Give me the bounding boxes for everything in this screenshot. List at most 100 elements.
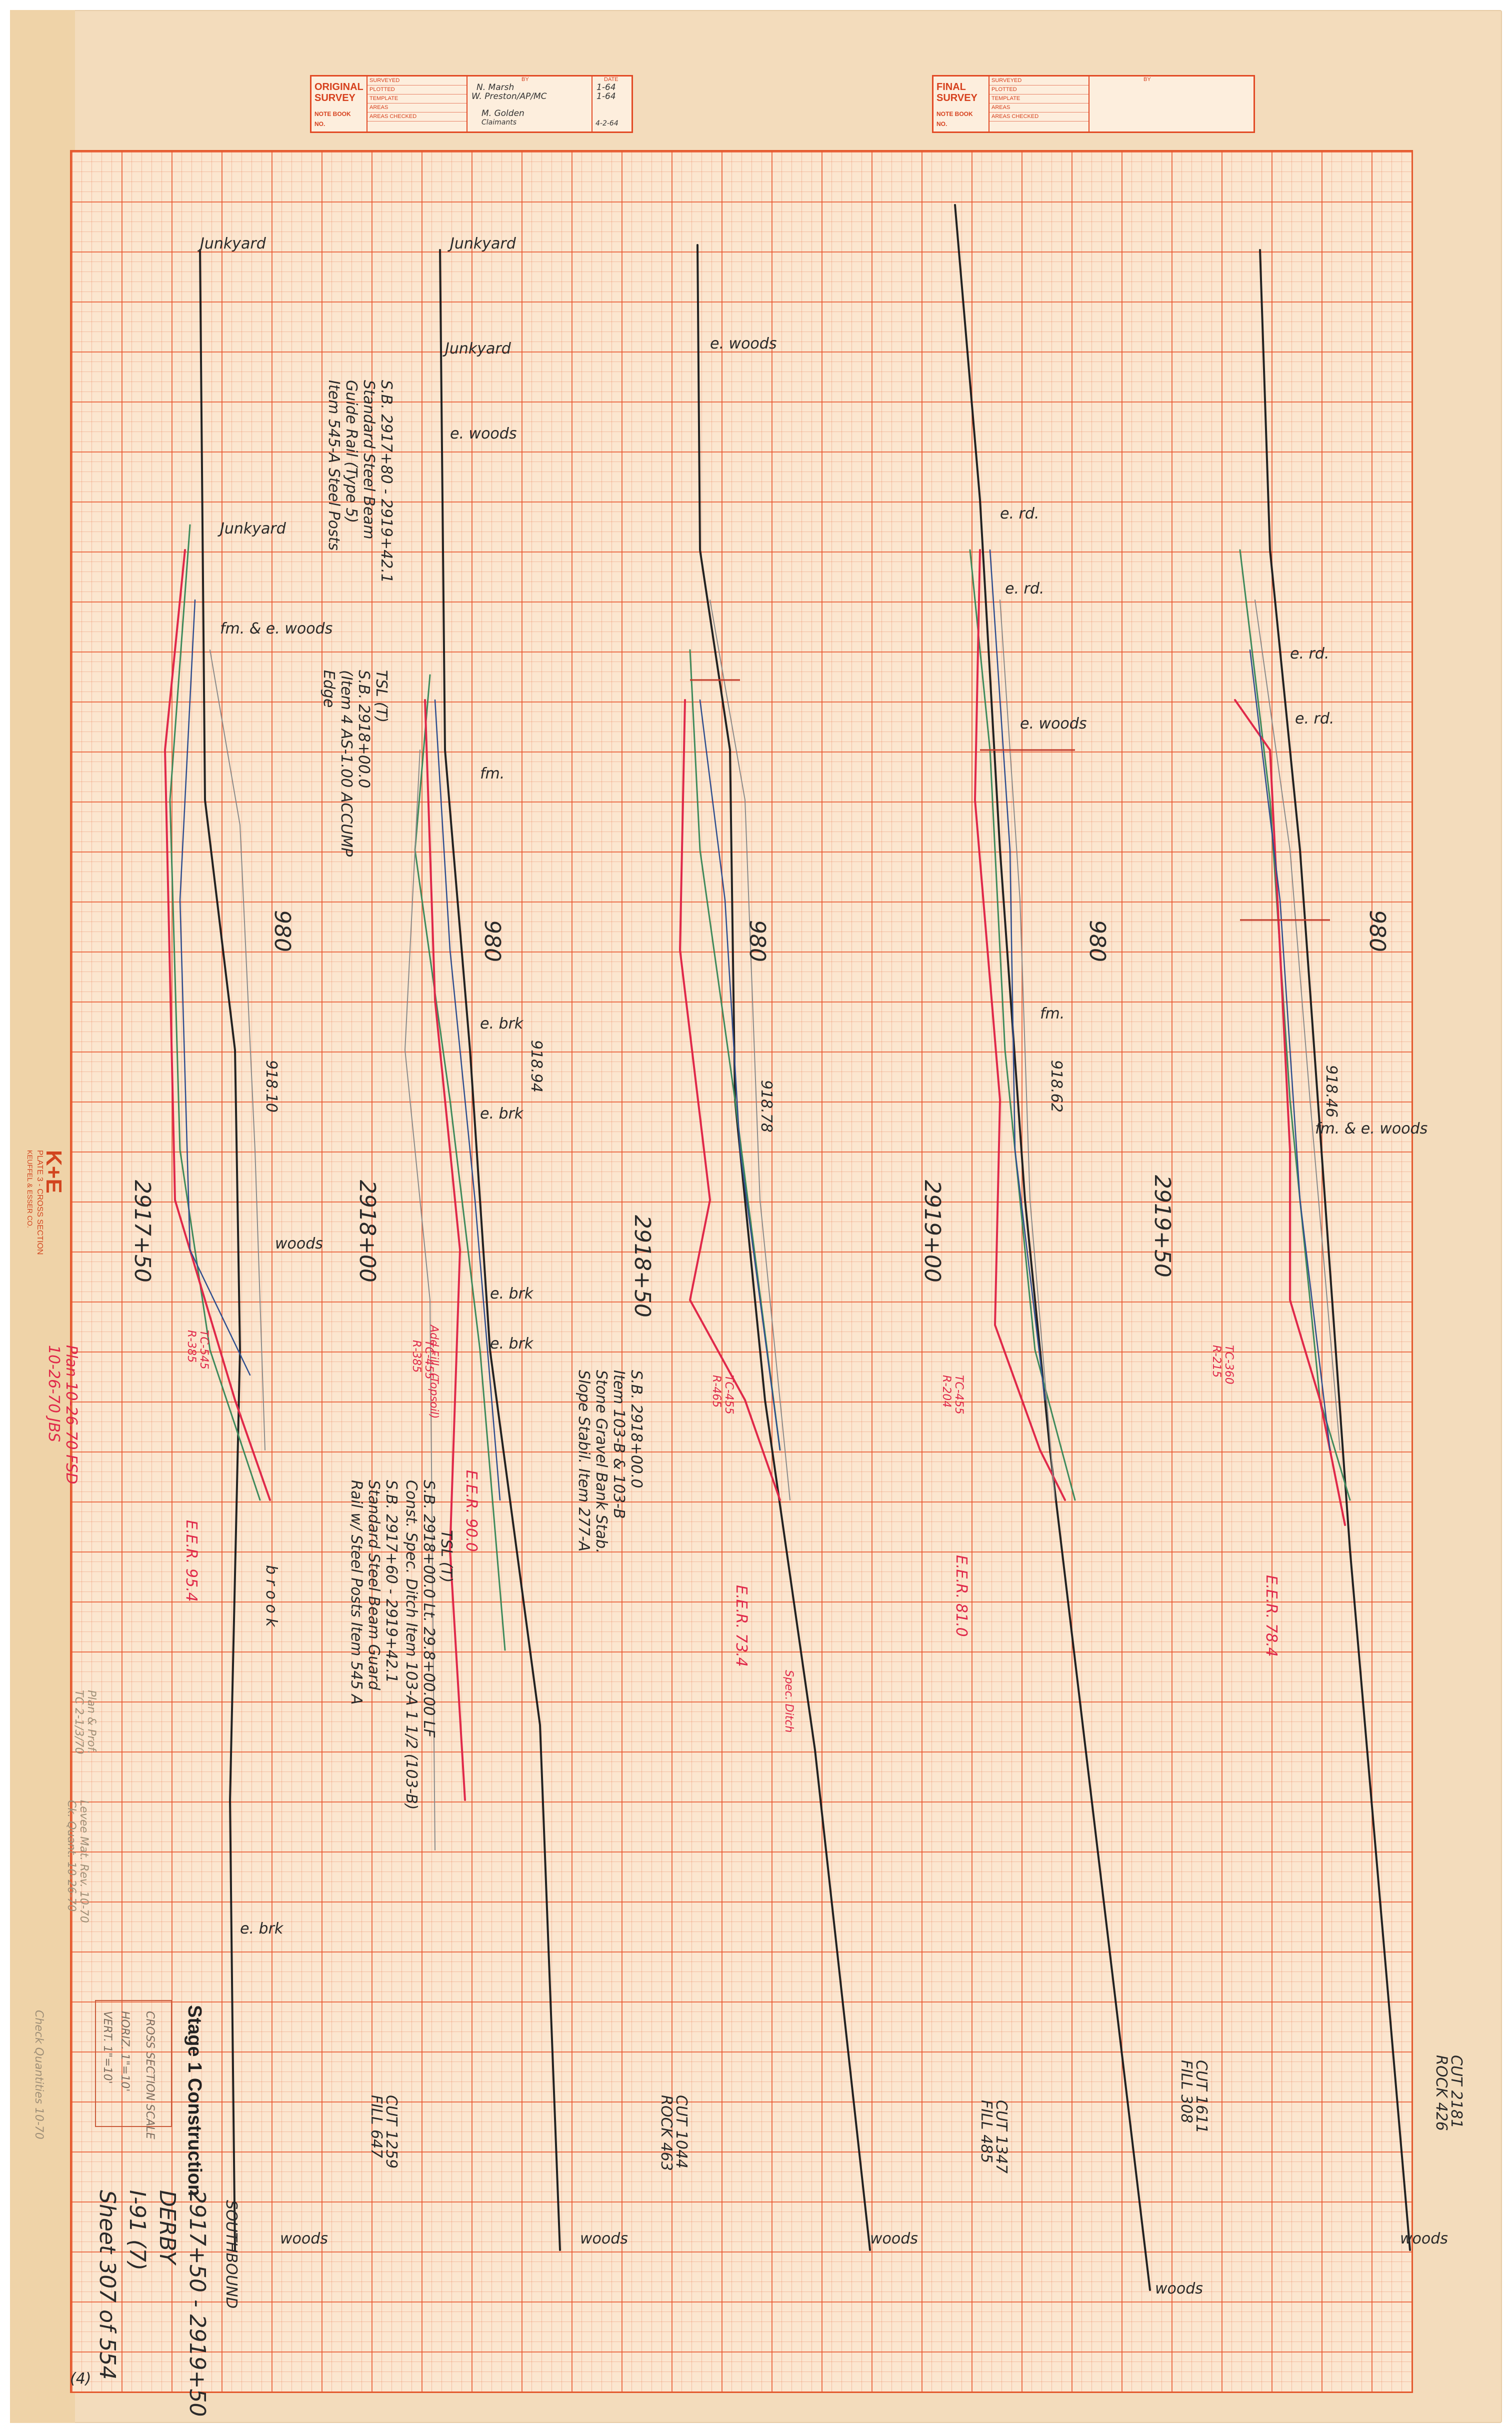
label-e-rd-1: e. rd.	[1000, 505, 1040, 522]
scale-label: CROSS SECTION SCALE	[144, 2011, 156, 2140]
station-2919-50: 2919+50	[1150, 1175, 1175, 1278]
row-areas-checked: AREAS CHECKED	[368, 112, 468, 122]
final-row-areas: AREAS	[990, 104, 1090, 112]
guide-rail-note-4: Item 545-A Steel Posts	[325, 380, 342, 551]
section-2918-00	[404, 249, 561, 2251]
label-e-woods-3: e. woods	[1020, 715, 1087, 732]
qty-cut-5: CUT 2181	[1448, 2055, 1465, 2129]
elevation-5: 980	[1364, 910, 1390, 952]
grade-1: 918.10	[262, 1060, 280, 1112]
ditch-note: Spec. Ditch	[782, 1670, 795, 1733]
sb-mid-note-4: Slope Stabil. Item 277-A	[575, 1370, 592, 1552]
qty-cut-3: CUT 1347	[992, 2100, 1010, 2174]
label-e-rd-2: e. rd.	[1005, 580, 1044, 598]
plotted-by: W. Preston/AP/MC	[472, 92, 547, 102]
direction-label: SOUTHBOUND	[222, 2200, 240, 2309]
grade-3: 918.78	[758, 1080, 775, 1132]
label-junkyard-4: Junkyard	[220, 520, 286, 538]
final-note-book-no: NO.	[936, 120, 948, 128]
tc-1: TC-545	[198, 1330, 210, 1370]
row-areas: AREAS	[368, 104, 468, 112]
label-e-brk-3: e. brk	[490, 1285, 534, 1302]
date-5: 4-2-64	[596, 120, 618, 128]
label-woods-5: woods	[1400, 2230, 1448, 2248]
station-2918-00: 2918+00	[354, 1180, 380, 1282]
scale-horiz: HORIZ. 1"=10'	[118, 2011, 131, 2092]
label-e-rd-4: e. rd.	[1295, 710, 1334, 728]
sheet-margin	[10, 10, 75, 2423]
tsl-low-note-3: Const. Spec. Ditch Item 103-A 1 1/2 (103…	[402, 1480, 420, 1810]
final-by-header: BY	[1144, 76, 1151, 82]
maker-plate: PLATE 3 - CROSS SECTION	[36, 1150, 44, 1255]
grade-2: 918.94	[528, 1040, 545, 1092]
label-e-woods-1: e. woods	[710, 335, 777, 352]
tsl-low-note-5: Standard Steel Beam Guard	[365, 1480, 382, 1690]
r-4: R-204	[940, 1375, 952, 1408]
route-name: I-91 (7)	[124, 2190, 150, 2271]
guide-rail-note-3: Guide Rail (Type 5)	[342, 380, 360, 524]
date-1: 1-64	[596, 82, 616, 92]
section-2919-00	[954, 204, 1151, 2291]
r-5: R-215	[1210, 1345, 1222, 1378]
check-note: Check Quantities 10-70	[32, 2010, 45, 2140]
final-survey-box: FINAL SURVEY NOTE BOOK NO. SURVEYED PLOT…	[932, 75, 1255, 133]
label-fm-e-woods-2: fm. & e. woods	[1315, 1120, 1428, 1138]
sheet-number: (4)	[70, 2370, 92, 2388]
tsl-note-3: (Item 4 AS-1.00 ACCUMP	[338, 670, 355, 857]
label-fm-2: fm.	[1040, 1005, 1065, 1022]
r-1: R-385	[185, 1330, 198, 1363]
station-2919-00: 2919+00	[920, 1180, 945, 1282]
note-book-no: NO.	[314, 120, 326, 128]
label-e-brk-1: e. brk	[480, 1015, 524, 1032]
sheet-of: Sheet 307 of 554	[94, 2190, 120, 2380]
label-woods-1: woods	[280, 2230, 328, 2248]
qty-cut-1: CUT 1259	[382, 2095, 400, 2169]
label-junkyard-2: Junkyard	[450, 235, 516, 252]
label-woods-top: woods	[275, 1235, 323, 1252]
elevation-3: 980	[744, 920, 770, 962]
tc-5: TC-360	[1222, 1345, 1235, 1384]
plan-note-4: TC 2-1/3/70	[72, 1690, 85, 1754]
tsl-low-note-1: TSL (T)	[438, 1530, 455, 1583]
eer-5: E.E.R. 90.0	[462, 1470, 480, 1552]
label-junkyard-3: Junkyard	[445, 340, 511, 358]
station-2917-50: 2917+50	[130, 1180, 155, 1282]
fill-note: Add Fill. (Topsoil)	[428, 1325, 440, 1419]
scale-box: CROSS SECTION SCALE HORIZ. 1"=10' VERT. …	[95, 2000, 172, 2140]
section-2918-50	[678, 244, 871, 2251]
label-e-brk-5: e. brk	[240, 1920, 284, 1938]
label-woods-2: woods	[580, 2230, 628, 2248]
stage-title: Stage 1 Construction	[184, 2005, 205, 2196]
elevation-2: 980	[480, 920, 505, 962]
label-e-brk-4: e. brk	[490, 1335, 534, 1352]
final-row-surveyed: SURVEYED	[990, 76, 1090, 86]
label-fm-1: fm.	[480, 765, 505, 782]
eer-1: E.E.R. 95.4	[182, 1520, 200, 1602]
station-2918-50: 2918+50	[630, 1215, 655, 1318]
tsl-note-1: TSL (T)	[372, 670, 390, 723]
label-woods-3: woods	[870, 2230, 918, 2248]
station-ticks	[690, 679, 1330, 921]
qty-fill-1: FILL 647	[368, 2095, 385, 2158]
tc-4: TC-455	[952, 1375, 965, 1414]
eer-3: E.E.R. 81.0	[952, 1555, 970, 1637]
row-surveyed: SURVEYED	[368, 76, 468, 86]
final-row-plotted: PLOTTED	[990, 86, 1090, 94]
row-template: TEMPLATE	[368, 94, 468, 104]
station-range: 2917+50 - 2919+50	[184, 2190, 210, 2417]
template-by: M. Golden	[482, 108, 524, 118]
maker-logo: K+E	[42, 1150, 66, 1194]
tsl-low-note-6: Rail w/ Steel Posts Item 545 A	[348, 1480, 365, 1705]
tsl-note-4: Edge	[320, 670, 338, 708]
qty-fill-3: FILL 485	[978, 2100, 995, 2164]
plan-note-1: Plan 10-26-70 FSD	[62, 1345, 80, 1484]
surveyed-by: N. Marsh	[476, 82, 514, 92]
by-header: BY	[522, 76, 529, 82]
label-e-brk-2: e. brk	[480, 1105, 524, 1122]
maker-brand: KEUFFEL & ESSER CO.	[26, 1150, 34, 1228]
grade-5: 918.46	[1322, 1065, 1340, 1118]
label-brook: b r o o k	[262, 1565, 280, 1627]
date-header: DATE	[604, 76, 618, 82]
tc-3: TC-455	[722, 1375, 735, 1414]
sb-mid-note-1: S.B. 2918+00.0	[628, 1370, 645, 1488]
